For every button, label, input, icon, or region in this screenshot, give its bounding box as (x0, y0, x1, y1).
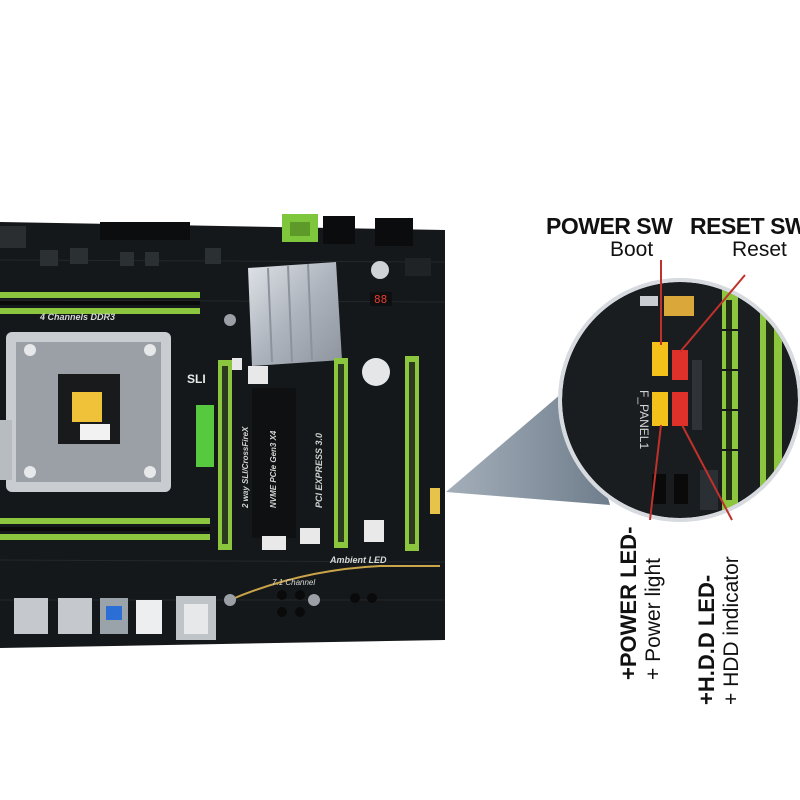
sli-crossfire-label: 2 way SLI/CrossFireX (241, 426, 250, 509)
reset-label: Reset (732, 238, 787, 261)
zoom-callout: F_PANEL1 (558, 278, 800, 522)
capacitor (371, 261, 389, 279)
rear-io (14, 596, 216, 640)
hdd-led-group: +H.D.D LED- + HDD indicator (694, 556, 744, 705)
power-led-label: +POWER LED- (616, 526, 641, 680)
power-sw-pins (652, 342, 668, 376)
reset-sw-label: RESET SW (690, 213, 800, 239)
ram-slots-top (0, 292, 200, 314)
power-sw-label: POWER SW (546, 213, 673, 239)
power-led-group: +POWER LED- + Power light (616, 527, 666, 680)
chipset-heatsink (248, 262, 342, 366)
power-led-pins (652, 392, 668, 426)
sli-label: SLI (187, 372, 206, 386)
reset-sw-pins (672, 350, 688, 380)
hdd-indicator-label: + HDD indicator (720, 556, 743, 705)
svg-text:88: 88 (374, 293, 387, 306)
ambient-led-label: Ambient LED (329, 555, 387, 565)
cpu-socket (0, 332, 171, 492)
cmos-battery (362, 358, 390, 386)
pcie-slots (218, 356, 419, 551)
pci-express-label: PCI EXPRESS 3.0 (314, 433, 324, 508)
nvme-label: NVME PCIe Gen3 X4 (269, 430, 278, 508)
channel-label: 7.1 Channel (272, 578, 315, 587)
panel-label: F_PANEL1 (637, 390, 651, 449)
ddr-label: 4 Channels DDR3 (39, 312, 115, 322)
front-panel-header (430, 488, 440, 514)
boot-label: Boot (610, 238, 654, 261)
hdd-led-label: +H.D.D LED- (694, 574, 719, 705)
motherboard: 88 4 Channels DDR3 (0, 214, 446, 648)
green-heatsink (196, 405, 214, 467)
pointer-lines (649, 260, 746, 521)
ram-slots-bottom (0, 518, 210, 540)
hdd-led-pins (672, 392, 688, 426)
power-light-label: + Power light (642, 558, 665, 680)
